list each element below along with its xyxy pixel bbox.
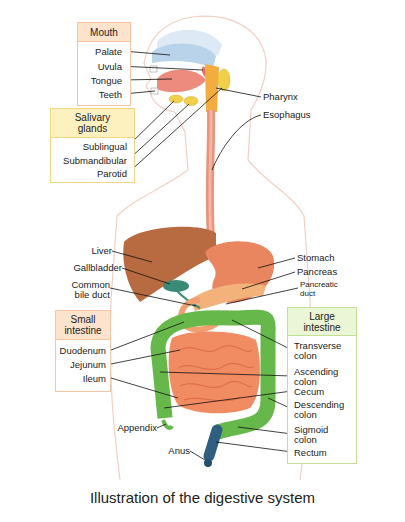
organ-group-box: Large intestineTransverse colonAscending… bbox=[287, 307, 357, 464]
submandibular-gland bbox=[184, 97, 198, 106]
liver-shape bbox=[123, 227, 216, 302]
leader-line bbox=[190, 451, 205, 460]
organ-label: Pancreatic duct bbox=[300, 280, 348, 298]
leader-line bbox=[111, 350, 180, 364]
part-name: Ascending colon bbox=[294, 367, 349, 387]
mouth-organs bbox=[150, 30, 230, 112]
leader-line bbox=[232, 320, 292, 350]
part-name: Sublingual bbox=[49, 142, 127, 152]
leader-line bbox=[242, 272, 295, 289]
leader-line bbox=[216, 442, 292, 452]
organ-label: Stomach bbox=[297, 253, 357, 263]
organ-label: Gallbladder bbox=[40, 263, 122, 273]
body-outline bbox=[110, 170, 188, 480]
organ-label: Pancreas bbox=[297, 267, 357, 277]
leader-line bbox=[164, 391, 292, 408]
part-name: Cecum bbox=[294, 387, 349, 397]
leader-line bbox=[157, 424, 166, 428]
organ-label: Appendix bbox=[100, 423, 157, 433]
leader-line bbox=[128, 88, 222, 173]
anus-shape bbox=[204, 459, 212, 467]
part-name: Parotid bbox=[49, 169, 127, 179]
leader-line bbox=[212, 115, 261, 170]
leader-line bbox=[111, 322, 184, 350]
leader-line bbox=[111, 378, 178, 398]
group-header: Large intestine bbox=[287, 307, 357, 336]
part-name: Tongue bbox=[76, 76, 122, 86]
group-title: Small intestine bbox=[59, 314, 107, 336]
part-name: Submandibular bbox=[49, 156, 127, 166]
organ-label: Liver bbox=[52, 246, 112, 256]
part-name: Palate bbox=[76, 47, 122, 57]
part-name: Teeth bbox=[76, 90, 122, 100]
part-name: Transverse colon bbox=[294, 341, 349, 361]
organ-label: Esophagus bbox=[263, 110, 323, 120]
body-outline bbox=[144, 16, 266, 160]
part-name: Descending colon bbox=[294, 400, 349, 420]
leader-line bbox=[258, 258, 295, 268]
group-header: Salivary glands bbox=[50, 108, 135, 138]
leader-line bbox=[128, 104, 189, 160]
group-header: Small intestine bbox=[55, 310, 111, 340]
parotid-gland bbox=[218, 69, 230, 91]
tooth-shape bbox=[150, 66, 157, 72]
leader-line bbox=[122, 268, 170, 284]
leader-line bbox=[216, 88, 261, 97]
part-name: Duodenum bbox=[54, 346, 106, 356]
leader-line bbox=[110, 288, 196, 306]
group-title: Mouth bbox=[90, 27, 118, 38]
part-name: Jejunum bbox=[54, 360, 106, 370]
part-name: Uvula bbox=[76, 62, 122, 72]
organ-label: Pharynx bbox=[263, 92, 323, 102]
group-title: Large intestine bbox=[296, 311, 348, 333]
group-header: Mouth bbox=[77, 22, 131, 42]
part-name: Ileum bbox=[54, 374, 106, 384]
body-outline bbox=[110, 16, 311, 480]
organ-label: Common bile duct bbox=[62, 280, 110, 300]
leader-line bbox=[238, 427, 292, 434]
appendix-shape bbox=[163, 420, 172, 428]
figure-caption: Illustration of the digestive system bbox=[0, 489, 405, 507]
organ-group-box: MouthPalateUvulaTongueTeeth bbox=[77, 22, 131, 106]
organ-label: Anus bbox=[150, 446, 190, 456]
part-name: Sigmoid colon bbox=[294, 425, 349, 445]
rectum-shape bbox=[209, 430, 217, 456]
sublingual-gland bbox=[169, 95, 183, 103]
organ-group-box: Salivary glandsSublingualSubmandibularPa… bbox=[50, 108, 135, 183]
leader-line bbox=[160, 372, 292, 376]
tongue-shape bbox=[157, 70, 206, 92]
leader-line bbox=[112, 251, 152, 262]
part-name: Rectum bbox=[294, 448, 349, 458]
leader-line bbox=[226, 288, 298, 304]
group-title: Salivary glands bbox=[68, 112, 118, 134]
organ-group-box: Small intestineDuodenumJejunumIleum bbox=[55, 310, 111, 392]
